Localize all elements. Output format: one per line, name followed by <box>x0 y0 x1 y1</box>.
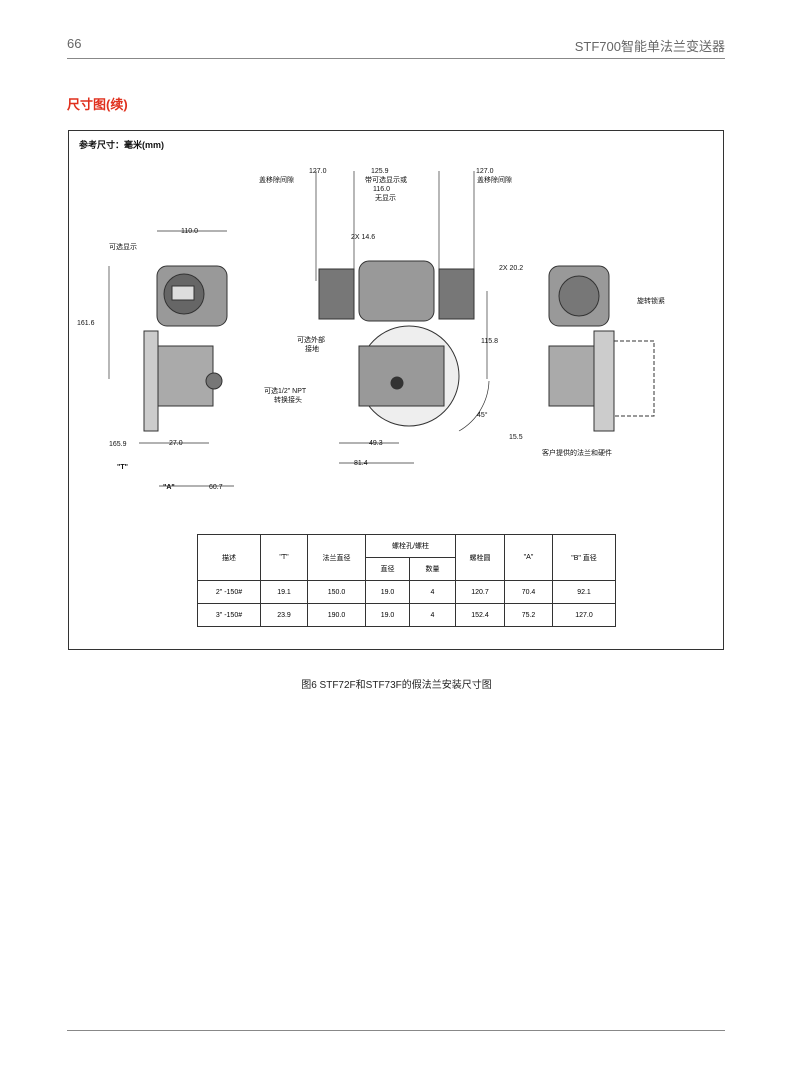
dim-116: 116.0 <box>373 186 390 193</box>
angle-45: 45° <box>477 412 488 419</box>
dim-A: "A" <box>163 484 175 491</box>
cell: 120.7 <box>455 580 505 604</box>
npt-label-2: 转换接头 <box>274 397 302 404</box>
cell: 3" -150# <box>197 603 261 627</box>
dim-110: 110.0 <box>181 228 198 235</box>
optional-display-label: 可选显示 <box>109 244 137 251</box>
footer-rule <box>67 1030 725 1031</box>
cell: 152.4 <box>455 603 505 627</box>
figure-caption: 图6 STF72F和STF73F的假法兰安装尺寸图 <box>301 680 492 691</box>
cell: 19.0 <box>365 580 410 604</box>
page-number: 66 <box>67 36 82 51</box>
th-T: "T" <box>260 534 308 581</box>
customer-flange-label: 客户提供的法兰和硬件 <box>542 450 612 457</box>
th-A: "A" <box>504 534 553 581</box>
cell: 4 <box>409 580 456 604</box>
cover-clearance-left: 盖移除间隙 <box>259 177 294 184</box>
cell: 19.0 <box>365 603 410 627</box>
dim-115-8: 115.8 <box>481 338 498 345</box>
cell: 92.1 <box>552 580 616 604</box>
dim-T: "T" <box>117 464 128 471</box>
dim-15-5: 15.5 <box>509 434 523 441</box>
dim-125-9: 125.9 <box>371 168 389 175</box>
th-desc: 描述 <box>197 534 261 581</box>
th-bolt-dia: 直径 <box>365 557 410 581</box>
th-bolt-circle: 螺栓圆 <box>455 534 505 581</box>
with-display-note: 带可选显示或 <box>365 177 407 184</box>
dim-161-6: 161.6 <box>77 320 95 327</box>
reference-units: 参考尺寸：毫米(mm) <box>79 140 164 150</box>
dimension-figure: 参考尺寸：毫米(mm) 127.0 盖移除间隙 125.9 带可选显示或 116… <box>68 130 724 650</box>
cell: 127.0 <box>552 603 616 627</box>
section-title: 尺寸图(续) <box>67 97 128 112</box>
cell: 190.0 <box>307 603 366 627</box>
dim-81-4: 81.4 <box>354 460 368 467</box>
dim-14-6: 2X 14.6 <box>351 234 376 241</box>
cell: 2" -150# <box>197 580 261 604</box>
ground-label-2: 接地 <box>305 346 319 353</box>
header-rule <box>67 58 725 59</box>
cover-clearance-right: 盖移除间隙 <box>477 177 512 184</box>
cell: 150.0 <box>307 580 366 604</box>
dim-20-2: 2X 20.2 <box>499 265 524 272</box>
cell: 75.2 <box>504 603 553 627</box>
dim-127-left: 127.0 <box>309 168 327 175</box>
no-display-note: 无显示 <box>375 195 396 202</box>
th-B: "B" 直径 <box>552 534 616 581</box>
npt-label-1: 可选1/2" NPT <box>264 388 307 395</box>
dim-165-9: 165.9 <box>109 441 127 448</box>
dim-49-3: 49.3 <box>369 440 383 447</box>
cell: 4 <box>409 603 456 627</box>
cell: 19.1 <box>260 580 308 604</box>
dim-27: 27.0 <box>169 440 183 447</box>
th-bolt-group: 螺栓孔/螺柱 <box>365 534 456 558</box>
housing-center <box>358 260 435 322</box>
th-flange: 法兰直径 <box>307 534 366 581</box>
ground-label-1: 可选外部 <box>297 337 325 344</box>
cell: 23.9 <box>260 603 308 627</box>
cell: 70.4 <box>504 580 553 604</box>
dim-60-7: 60.7 <box>209 484 223 491</box>
dim-127-right: 127.0 <box>476 168 494 175</box>
drawing <box>108 171 655 487</box>
document-title: STF700智能单法兰变送器 <box>574 39 725 54</box>
rotation-lock-label: 旋转锁紧 <box>637 298 665 305</box>
th-bolt-qty: 数量 <box>409 557 456 581</box>
flange-dimension-table: 描述 "T" 法兰直径 螺栓孔/螺柱 螺栓圆 "A" "B" 直径 直径 数量 … <box>197 534 616 627</box>
